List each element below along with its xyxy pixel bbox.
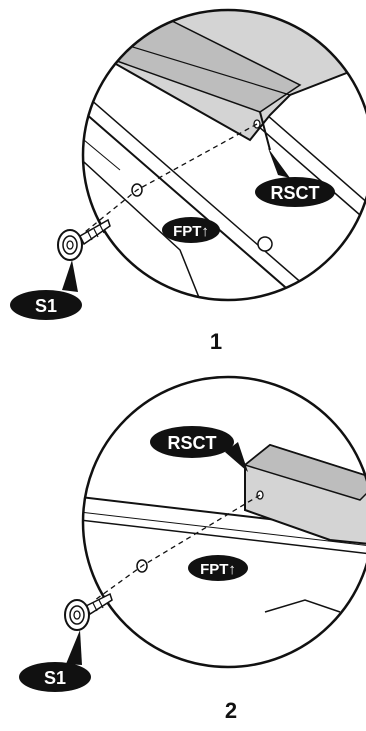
panel-tag-label: FPT↑ [200, 561, 236, 578]
screw-icon [64, 592, 113, 631]
step-number: 1 [210, 329, 222, 354]
alignment-line [84, 123, 258, 233]
detail-circle [81, 8, 366, 302]
panel-hole-large [257, 236, 273, 252]
step-number: 2 [225, 698, 237, 723]
screw-tag: S1 [10, 260, 82, 320]
screw-icon [57, 218, 111, 261]
screw-tag-label: S1 [35, 296, 57, 316]
rail-tag: RSCT [150, 426, 248, 472]
step-2-figure: RSCT FPT↑ S1 2 [19, 375, 366, 723]
rail-part [98, 10, 366, 151]
screw-tag: S1 [19, 630, 91, 692]
panel-tag-label: FPT↑ [173, 223, 209, 240]
rail-tag: RSCT [255, 148, 335, 207]
screw-tag-label: S1 [44, 668, 66, 688]
panel-tag: FPT↑ [162, 217, 220, 243]
panel-tag: FPT↑ [188, 555, 248, 581]
alignment-line [94, 494, 261, 601]
rail-tag-label: RSCT [168, 433, 217, 453]
detail-circle [81, 375, 366, 669]
step-1-figure: RSCT FPT↑ S1 1 [10, 8, 366, 354]
rail-tag-label: RSCT [271, 183, 320, 203]
rail-part [243, 443, 366, 547]
